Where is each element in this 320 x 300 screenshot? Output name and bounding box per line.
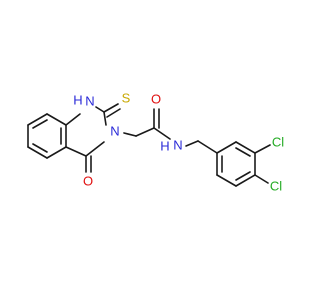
bond [65, 113, 81, 126]
bond [32, 119, 48, 129]
bond [27, 146, 48, 159]
bond [65, 146, 87, 157]
atom-h-amide: H [160, 139, 169, 154]
bond [153, 127, 171, 140]
atom-o-amide: O [151, 92, 161, 107]
atom-n3: N [110, 124, 119, 139]
bond [46, 146, 67, 159]
bond [235, 171, 251, 181]
bond [85, 141, 105, 157]
atom-o-ring: O [83, 174, 93, 189]
bond [32, 143, 48, 153]
bond [135, 127, 155, 137]
bond [185, 140, 199, 147]
molecule-structure: H N S N O O N H Cl Cl [27, 91, 284, 194]
bond [197, 140, 218, 154]
bond [103, 103, 119, 113]
bond [103, 111, 107, 126]
atom-h-ring: H [73, 93, 82, 108]
bond [216, 174, 237, 187]
bond [27, 113, 48, 126]
bond [123, 132, 137, 137]
atom-n1: N [85, 94, 94, 109]
bond [254, 144, 271, 154]
bond [235, 174, 256, 187]
atom-labels: H N S N O O N H Cl Cl [73, 91, 284, 194]
atom-cl-top: Cl [272, 135, 284, 150]
atom-cl-bottom: Cl [270, 179, 282, 194]
bonds [27, 103, 271, 187]
bond [235, 147, 251, 157]
bond [106, 108, 121, 118]
bond [216, 141, 237, 154]
bond [46, 113, 67, 126]
bond [95, 106, 105, 113]
atom-n-amide: N [173, 138, 182, 153]
atom-s: S [122, 91, 131, 106]
bond [235, 141, 256, 154]
bond [254, 174, 269, 184]
